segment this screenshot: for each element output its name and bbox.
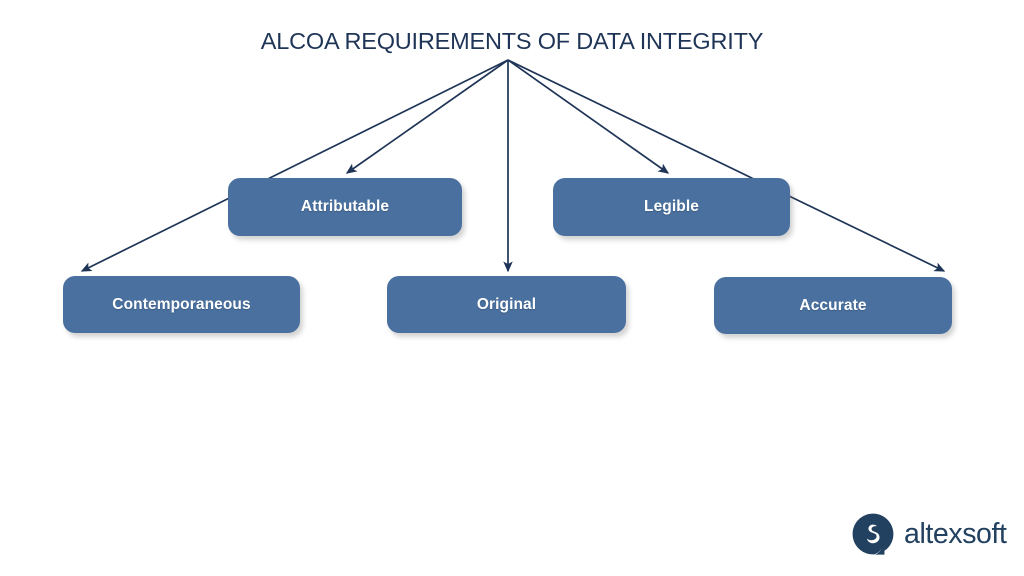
connector-apex-to-attributable [345, 59, 509, 174]
node-contemporaneous[interactable]: Contemporaneous [63, 276, 300, 333]
connector-group [80, 59, 946, 273]
node-attributable[interactable]: Attributable [228, 178, 462, 236]
brand-name: altexsoft [904, 517, 1007, 550]
node-original[interactable]: Original [387, 276, 626, 333]
page-title: ALCOA REQUIREMENTS OF DATA INTEGRITY [260, 28, 764, 54]
node-label: Attributable [300, 198, 390, 215]
connector-apex-to-accurate [507, 59, 946, 272]
node-accurate[interactable]: Accurate [714, 277, 952, 334]
node-label: Legible [644, 198, 699, 215]
node-label: Original [476, 295, 537, 313]
node-label: Accurate [799, 296, 867, 314]
speech-bubble-s-logo-icon [852, 513, 894, 555]
connector-apex-to-legible [507, 59, 670, 174]
node-legible[interactable]: Legible [553, 178, 790, 236]
node-label: Contemporaneous [112, 295, 251, 313]
connector-apex-to-contemporaneous [80, 59, 509, 272]
brand-logo: altexsoft [851, 511, 1007, 557]
